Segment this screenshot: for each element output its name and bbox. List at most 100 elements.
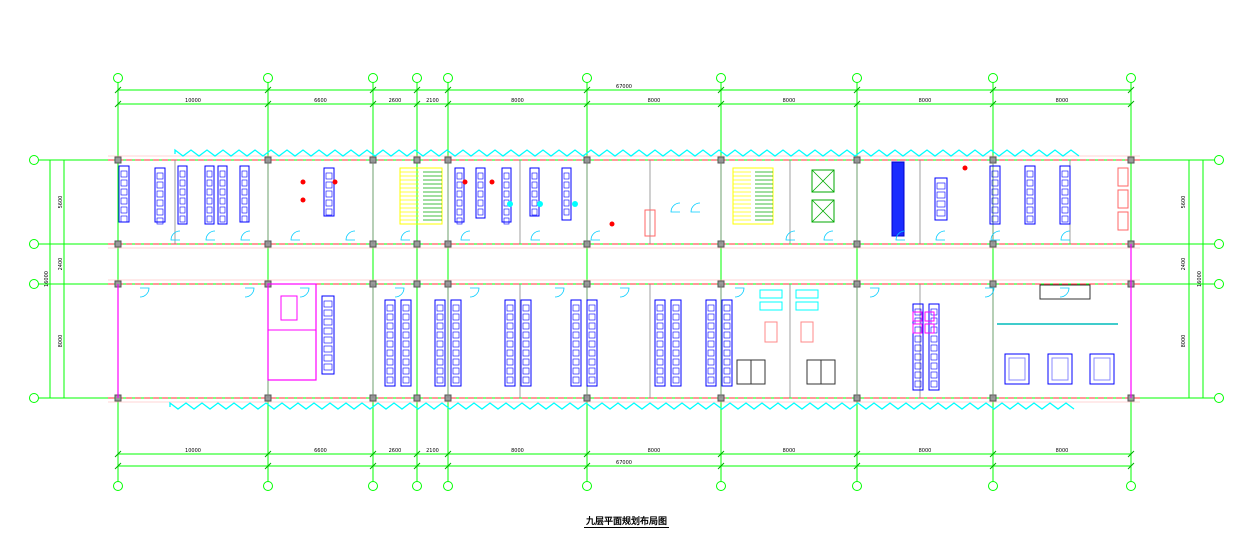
- dimension-tick: [989, 100, 997, 108]
- structural-column: [413, 280, 421, 288]
- bench-bottom-b1: [400, 299, 412, 387]
- axis-bubble-bottom: [988, 481, 998, 491]
- bench-unit: [402, 349, 410, 357]
- dimension-total-left: 16000: [44, 271, 50, 287]
- bench-unit: [506, 313, 514, 321]
- bench-unit: [436, 340, 444, 348]
- bench-unit: [477, 172, 484, 180]
- door-swing-top: [400, 230, 411, 241]
- bench-unit: [930, 344, 938, 352]
- axis-bubble-bottom: [716, 481, 726, 491]
- bench-unit: [1026, 215, 1034, 223]
- bench-unit: [723, 322, 731, 330]
- bench-unit: [991, 170, 999, 178]
- bench-top-9: [475, 167, 486, 219]
- bench-unit: [563, 181, 570, 189]
- structural-column: [1127, 156, 1135, 164]
- bench-unit: [456, 199, 463, 207]
- bench-unit: [930, 371, 938, 379]
- bench-unit: [1026, 188, 1034, 196]
- bench-unit: [323, 354, 333, 362]
- equipment-marker-cyan: [507, 201, 513, 207]
- bench-unit: [452, 367, 460, 375]
- bench-bottom-b3: [520, 299, 532, 387]
- bench-unit: [436, 376, 444, 384]
- bench-unit: [572, 313, 580, 321]
- door-swing-top: [240, 230, 251, 241]
- toilet-cubicle: [280, 295, 298, 321]
- bench-unit: [1026, 197, 1034, 205]
- equipment-marker: [300, 179, 306, 185]
- dimension-tick: [444, 100, 452, 108]
- bench-unit: [179, 215, 186, 223]
- dimension-bottom: 8000: [783, 448, 796, 454]
- bench-unit: [325, 181, 333, 189]
- dimension-top: 2600: [389, 98, 402, 104]
- bench-unit: [402, 367, 410, 375]
- dimension-tick: [717, 86, 725, 94]
- dimension-tick: [583, 450, 591, 458]
- bench-unit: [991, 197, 999, 205]
- axis-bubble-top: [368, 73, 378, 83]
- meeting-table: [1089, 353, 1115, 385]
- door-swing-top: [785, 230, 796, 241]
- bench-unit: [656, 367, 664, 375]
- bench-unit: [672, 358, 680, 366]
- meeting-table: [1004, 353, 1030, 385]
- bench-unit: [120, 206, 128, 214]
- equipment-table: [795, 289, 819, 299]
- dimension-right: 8000: [1181, 335, 1187, 348]
- bench-unit: [179, 206, 186, 214]
- bench-unit: [588, 313, 596, 321]
- bench-unit: [325, 208, 333, 216]
- bench-unit: [531, 181, 538, 189]
- bench-unit: [522, 376, 530, 384]
- door-swings: [139, 202, 1071, 298]
- axis-bubble-top: [263, 73, 273, 83]
- bench-unit: [386, 367, 394, 375]
- bench-unit: [563, 208, 570, 216]
- bench-unit: [402, 313, 410, 321]
- bench-unit: [707, 367, 715, 375]
- bench-unit: [241, 215, 248, 223]
- equipment-marker: [462, 179, 468, 185]
- equipment-marker-cyan: [572, 201, 578, 207]
- dimension-tick: [853, 450, 861, 458]
- axis-bubble-top: [443, 73, 453, 83]
- bench-unit: [452, 376, 460, 384]
- dimension-top: 8000: [511, 98, 524, 104]
- bench-unit: [522, 322, 530, 330]
- dimension-tick: [264, 100, 272, 108]
- bench-unit: [936, 191, 946, 199]
- bench-top-10: [501, 167, 512, 223]
- bench-unit: [522, 313, 530, 321]
- axis-bubble-right: [1214, 155, 1224, 165]
- dimension-tick: [413, 462, 421, 470]
- dimension-right: 2400: [1181, 258, 1187, 271]
- bench-top-15: [1059, 165, 1071, 225]
- bench-unit: [588, 340, 596, 348]
- bench-unit: [1026, 170, 1034, 178]
- bench-unit: [386, 313, 394, 321]
- dimension-tick: [264, 86, 272, 94]
- bench-unit: [588, 331, 596, 339]
- dimension-tick: [264, 450, 272, 458]
- meeting-table: [1047, 353, 1073, 385]
- dimension-overall-bottom: 67000: [616, 460, 632, 466]
- axis-bubble-left: [29, 155, 39, 165]
- dimension-tick: [1127, 86, 1135, 94]
- storage-rack: [891, 161, 905, 237]
- bench-unit: [436, 358, 444, 366]
- bench-top-6: [239, 165, 250, 223]
- bench-unit: [588, 349, 596, 357]
- door-swing-bottom: [244, 287, 255, 298]
- bench-unit: [588, 358, 596, 366]
- dimension-tick: [583, 100, 591, 108]
- drawing-title-text: 九层平面规划布局图: [583, 517, 669, 528]
- bench-unit: [672, 304, 680, 312]
- conference-table: [1039, 284, 1091, 300]
- bench-unit: [588, 367, 596, 375]
- bench-unit: [179, 179, 186, 187]
- bench-unit: [531, 199, 538, 207]
- dimension-overall-top: 67000: [616, 84, 632, 90]
